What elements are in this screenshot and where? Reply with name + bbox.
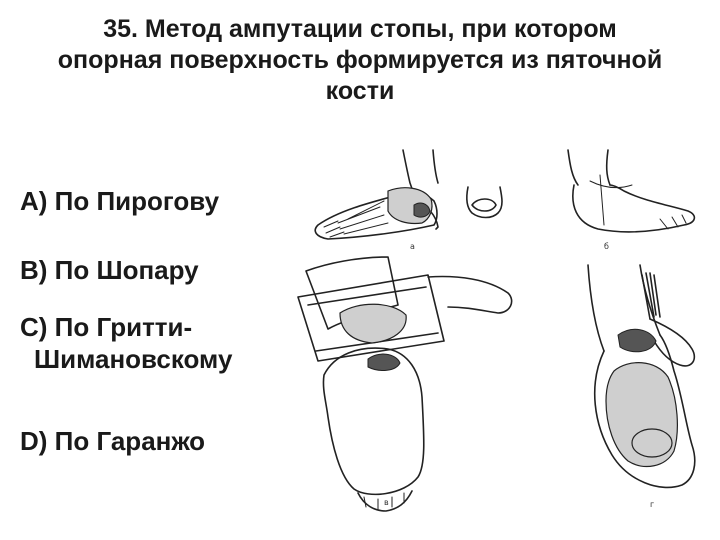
panel-b-label: б	[604, 242, 609, 251]
panel-a-foot-skeleton-drawing: а	[314, 149, 503, 251]
answer-option-d: D) По Гаранжо	[20, 426, 206, 456]
answer-option-a: A) По Пирогову	[20, 186, 220, 216]
amputation-illustration: а б в	[288, 145, 720, 530]
title-line-2: опорная поверхность формируется из пяточ…	[57, 46, 663, 74]
title-line-3: кости	[325, 77, 395, 105]
title-line-1: 35. Метод ампутации стопы, при котором	[103, 15, 617, 43]
answer-option-c: C) По Гритти- Шимановскому	[20, 311, 232, 375]
panel-d-label: г	[650, 500, 654, 509]
panel-a-label: а	[410, 242, 415, 251]
panel-c-label: в	[384, 498, 389, 507]
slide-title: 35. Метод ампутации стопы, при котором о…	[20, 14, 700, 107]
answer-option-b: B) По Шопару	[20, 255, 199, 285]
panel-c-saw-drawing: в	[297, 256, 513, 512]
panel-b-incision-drawing: б	[567, 149, 696, 251]
answer-option-c-line-2: Шимановскому	[34, 344, 233, 374]
answer-option-c-line-1: C) По Гритти-	[20, 312, 193, 342]
panel-d-stump-drawing: г	[587, 264, 696, 509]
